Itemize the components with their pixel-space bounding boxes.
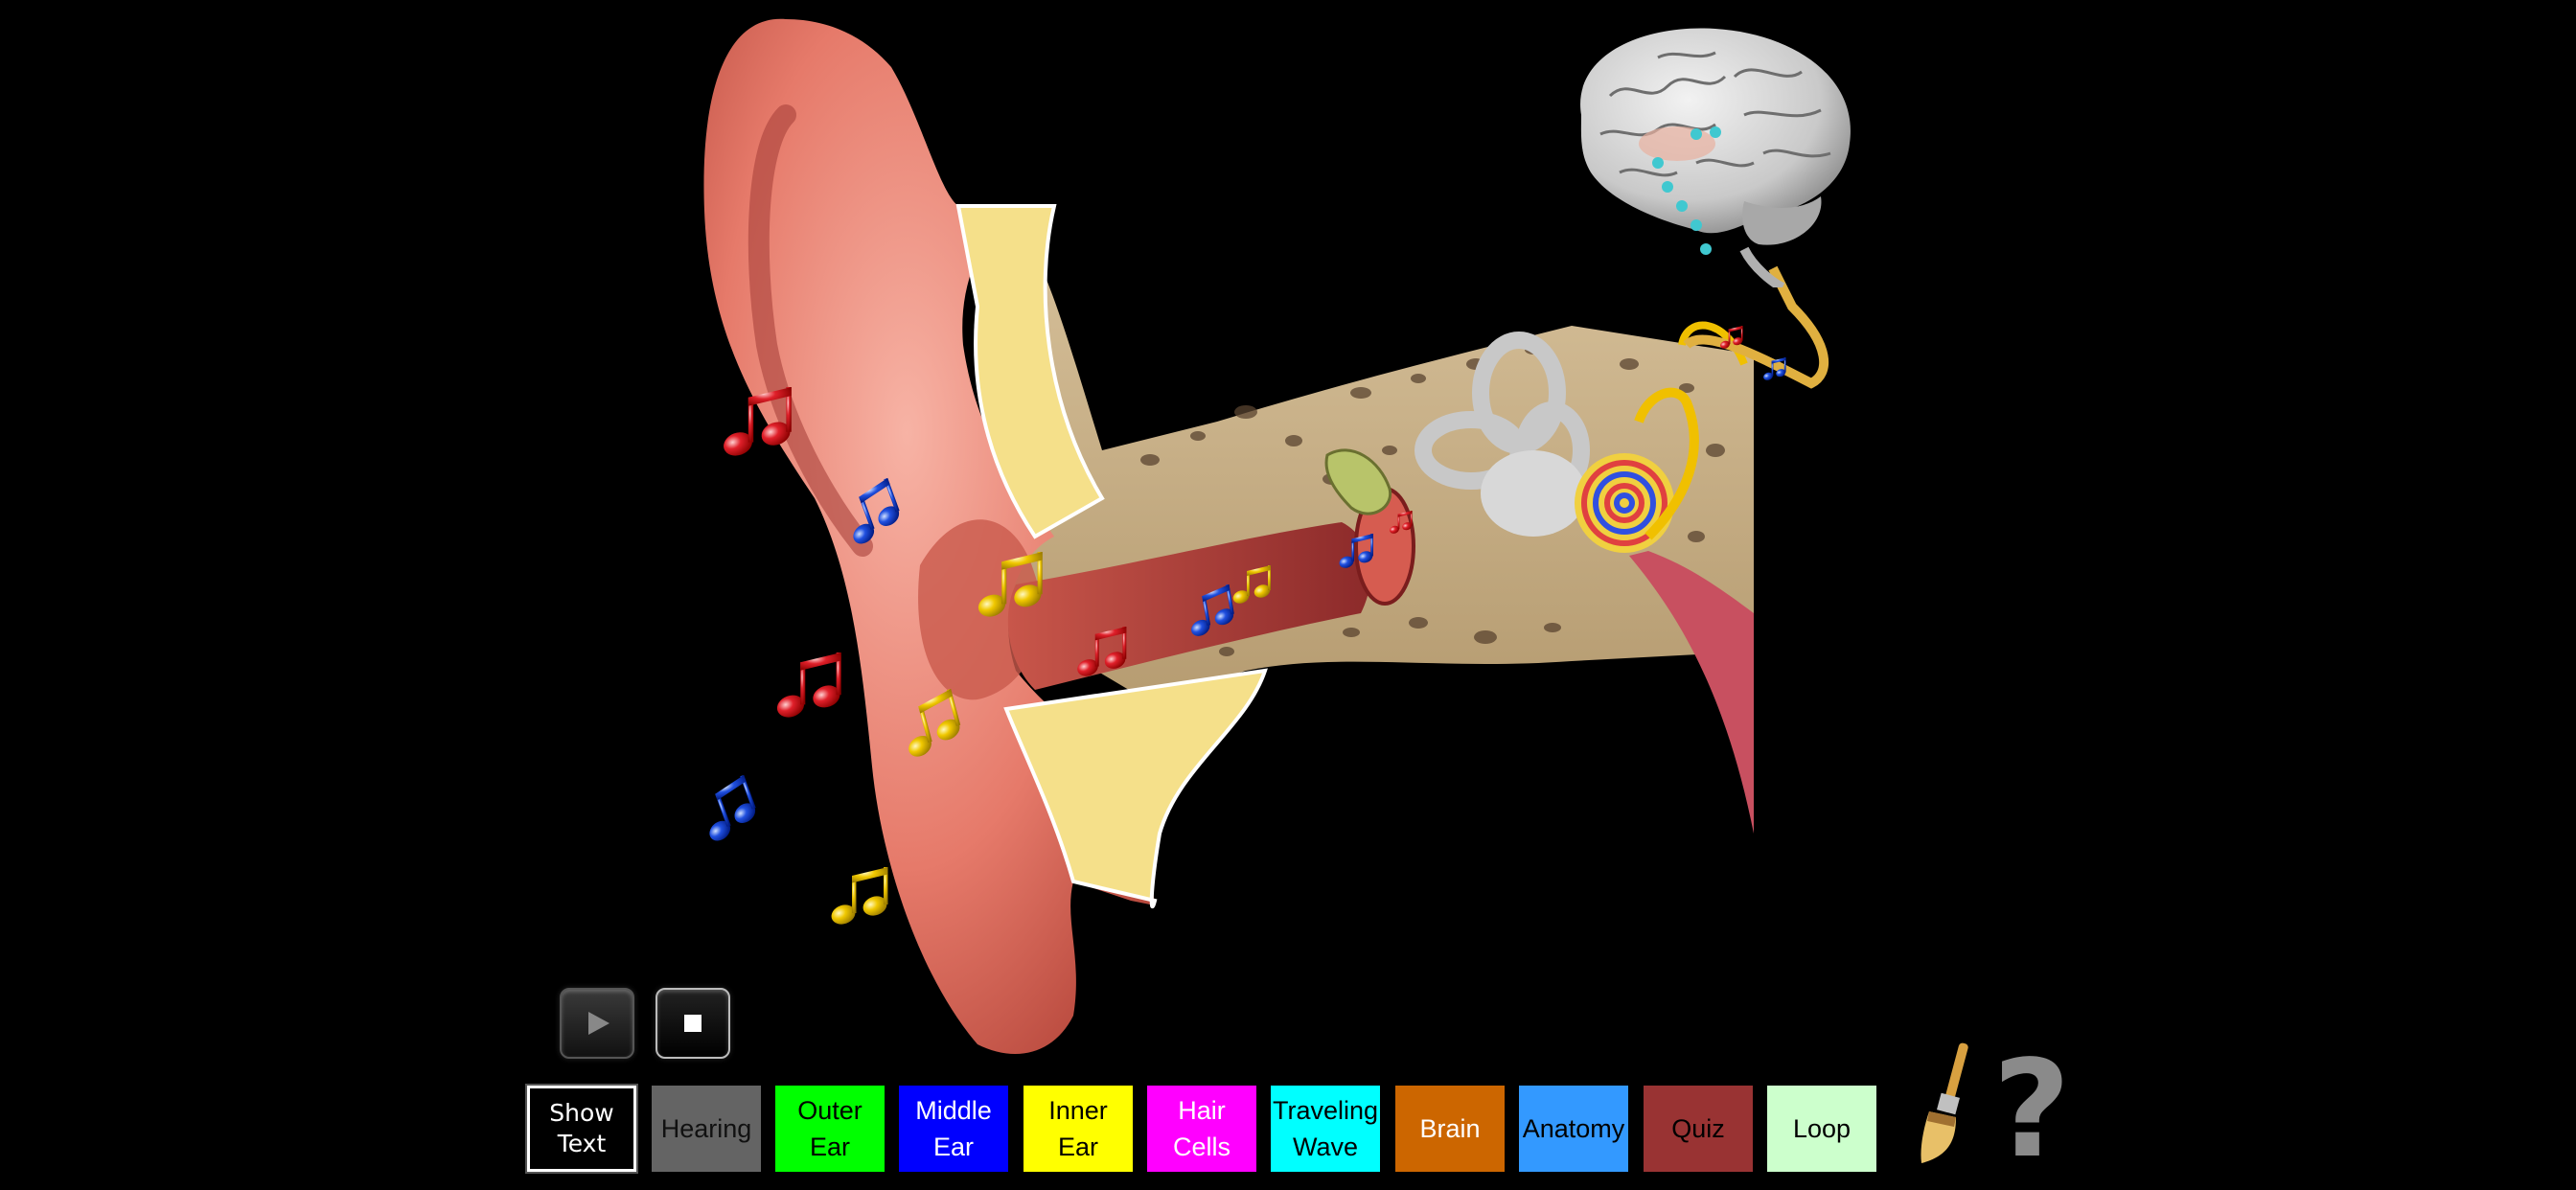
brain-button[interactable]: Brain	[1395, 1086, 1505, 1172]
loop-label: Loop	[1792, 1114, 1852, 1143]
stop-button[interactable]	[656, 988, 730, 1059]
brain-label: Brain	[1419, 1114, 1481, 1143]
outer-ear-label-1: Outer	[797, 1096, 862, 1125]
stop-icon	[657, 990, 728, 1057]
play-button[interactable]	[560, 988, 634, 1059]
hair-cells-button[interactable]: Hair Cells	[1147, 1086, 1256, 1172]
show-text-button[interactable]: Show Text	[525, 1084, 638, 1174]
quiz-label: Quiz	[1671, 1114, 1725, 1143]
traveling-wave-label-2: Wave	[1292, 1133, 1358, 1161]
traveling-wave-button[interactable]: Traveling Wave	[1271, 1086, 1380, 1172]
middle-ear-button[interactable]: Middle Ear	[899, 1086, 1008, 1172]
show-text-label-1: Show	[549, 1099, 614, 1127]
inner-ear-button[interactable]: Inner Ear	[1024, 1086, 1133, 1172]
middle-ear-label-1: Middle	[915, 1096, 992, 1125]
traveling-wave-label-1: Traveling	[1272, 1096, 1379, 1125]
hearing-label: Hearing	[660, 1114, 752, 1143]
inner-ear-label-1: Inner	[1048, 1096, 1108, 1125]
help-glyph: ?	[1993, 1042, 2070, 1167]
hair-cells-label-1: Hair	[1178, 1096, 1226, 1125]
middle-ear-label-2: Ear	[932, 1133, 975, 1161]
inner-ear-label-2: Ear	[1057, 1133, 1099, 1161]
question-mark-icon[interactable]: ?	[1992, 1032, 2070, 1188]
hearing-button[interactable]: Hearing	[652, 1086, 761, 1172]
hair-cells-label-2: Cells	[1172, 1133, 1230, 1161]
quiz-button[interactable]: Quiz	[1644, 1086, 1753, 1172]
play-icon	[562, 990, 632, 1057]
anatomy-label: Anatomy	[1522, 1114, 1625, 1143]
loop-button[interactable]: Loop	[1767, 1086, 1876, 1172]
anatomy-button[interactable]: Anatomy	[1519, 1086, 1628, 1172]
brain-illustration	[1580, 28, 1851, 287]
paintbrush-icon[interactable]	[1912, 1042, 1979, 1167]
show-text-label-2: Text	[557, 1130, 607, 1157]
outer-ear-label-2: Ear	[809, 1133, 851, 1161]
outer-ear-button[interactable]: Outer Ear	[775, 1086, 885, 1172]
